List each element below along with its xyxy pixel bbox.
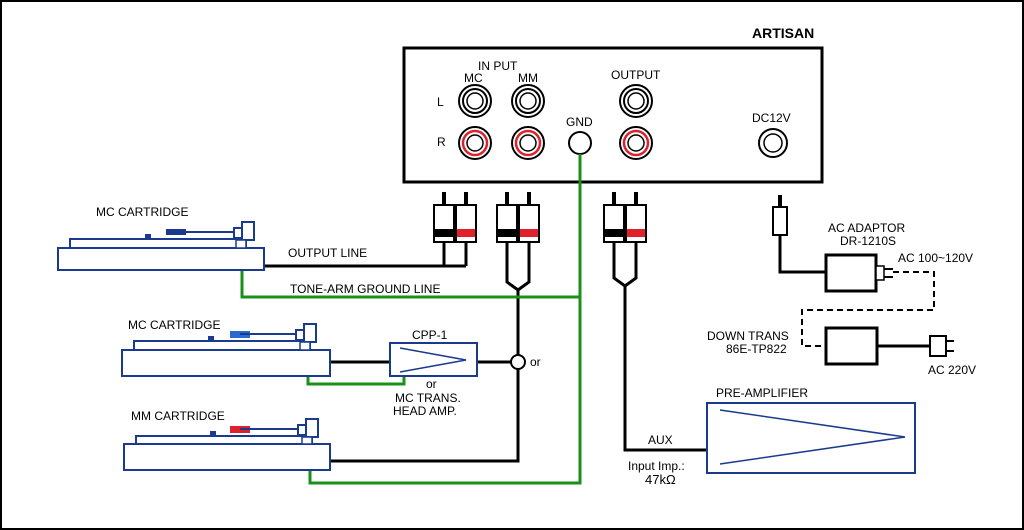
cpp-1-box [389, 342, 478, 377]
mc-input-label: MC [464, 71, 483, 85]
jack-mc-r [458, 126, 492, 160]
rca-plugs-mm-input [496, 192, 540, 243]
pre-amplifier-box [706, 402, 916, 474]
down-trans-model: 86E-TP822 [726, 342, 787, 356]
cpp-or-label: or [426, 377, 437, 391]
input-imp-value: 47kΩ [645, 472, 676, 487]
down-trans-box [824, 326, 879, 366]
gnd-terminal [568, 131, 592, 155]
input-imp-label: Input Imp.: [628, 459, 685, 473]
input-label: IN PUT [478, 59, 518, 73]
ac-adaptor-plug [875, 265, 893, 281]
junction-or-label: or [530, 355, 541, 369]
dc-plug [772, 195, 788, 236]
output-line-wire [264, 242, 468, 268]
cpp-1-label: CPP-1 [412, 328, 448, 342]
output-cable [612, 242, 638, 288]
channel-r-label: R [437, 135, 446, 149]
pre-amplifier-label: PRE-AMPLIFIER [716, 386, 808, 400]
mm-turntable-wire [330, 370, 520, 463]
output-label: OUTPUT [611, 68, 661, 82]
ac-adaptor-box [824, 253, 878, 293]
mc-cartridge-1-label: MC CARTRIDGE [96, 205, 188, 219]
tonearm-ground-label: TONE-ARM GROUND LINE [290, 282, 440, 296]
turntable-mc-2 [121, 323, 331, 377]
mc-cartridge-2-label: MC CARTRIDGE [128, 318, 220, 332]
channel-l-label: L [437, 95, 444, 109]
turntable-mm [123, 418, 331, 471]
jack-mm-l [511, 84, 545, 118]
jack-mc-l [458, 84, 492, 118]
aux-label: AUX [648, 433, 673, 447]
mc-trans-label: MC TRANS. [395, 391, 461, 405]
gnd-label: GND [566, 115, 593, 129]
jack-dc12v [758, 128, 788, 158]
mm-input-cable [505, 242, 531, 292]
dc-label: DC12V [752, 111, 791, 125]
turntable-mc-1 [57, 221, 265, 271]
rca-plugs-output [603, 192, 647, 243]
head-amp-label: HEAD AMP. [393, 404, 457, 418]
down-trans-voltage: AC 220V [928, 363, 976, 377]
ac-adaptor-voltage: AC 100~120V [898, 251, 973, 265]
unit-title: ARTISAN [752, 25, 814, 41]
ac-adaptor-label: AC ADAPTOR [828, 221, 905, 235]
rca-plugs-mc-input [433, 192, 477, 243]
mm-cartridge-label: MM CARTRIDGE [131, 409, 225, 423]
jack-output-l [619, 84, 653, 118]
output-line-label: OUTPUT LINE [288, 246, 367, 260]
ac-220v-plug [929, 335, 954, 357]
ac-adaptor-model: DR-1210S [840, 234, 896, 248]
junction-node [510, 354, 526, 370]
aux-wire [623, 286, 707, 452]
jack-output-r [619, 126, 653, 160]
mm-input-label: MM [518, 71, 538, 85]
dc-wire [778, 235, 826, 274]
dashed-connection [801, 271, 935, 347]
down-trans-label: DOWN TRANS [707, 329, 789, 343]
jack-mm-r [511, 126, 545, 160]
